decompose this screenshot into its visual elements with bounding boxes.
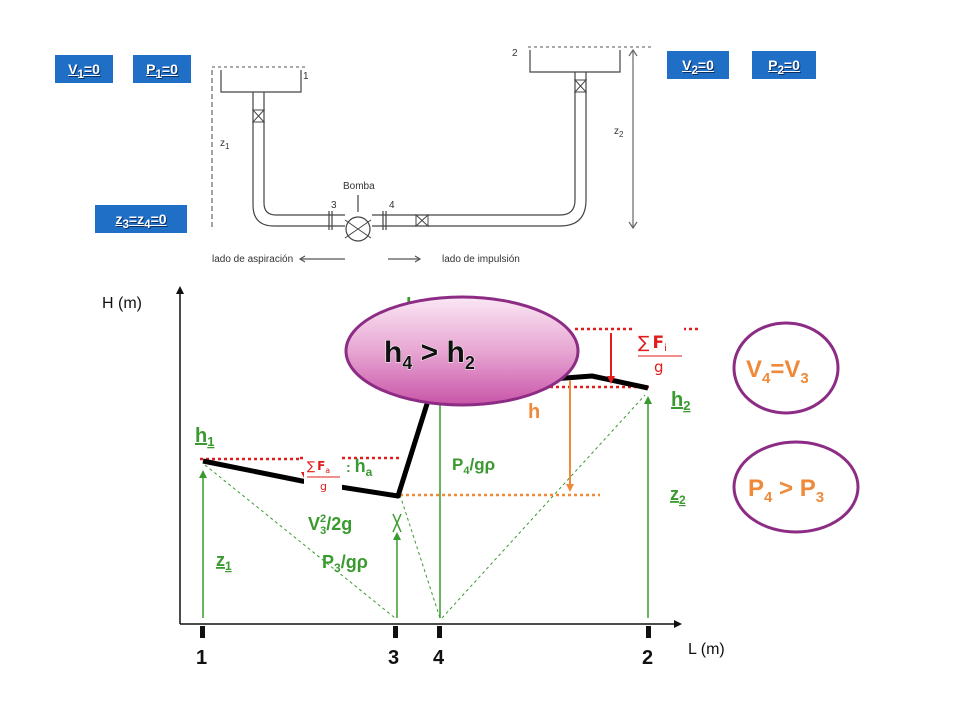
z2-label: z2 xyxy=(670,484,686,507)
pressure-callout-ellipse xyxy=(732,440,860,534)
valve-top-right xyxy=(573,79,588,93)
schematic-z1-label: z1 xyxy=(220,138,230,151)
z1-label: z1 xyxy=(216,550,232,573)
main-callout-text: h4 > h2 xyxy=(384,336,475,373)
v1-tag: V1=0 xyxy=(55,55,113,83)
velocity-callout-text: V4=V3 xyxy=(746,356,809,387)
z3-z4-tag: z3=z4=0 xyxy=(95,205,187,233)
schematic-point-3: 3 xyxy=(331,200,337,211)
energy-grade-line xyxy=(202,373,649,499)
p4-label: P4/gρ xyxy=(452,455,495,477)
pump xyxy=(345,216,371,242)
p1-tag: P1=0 xyxy=(133,55,191,83)
svg-text:g: g xyxy=(654,358,664,376)
h2-label: h2 xyxy=(671,389,690,413)
x-axis-label: L (m) xyxy=(688,641,725,658)
schematic-point-4: 4 xyxy=(389,200,395,211)
p3-label: P3/gρ xyxy=(322,552,368,575)
suction-side-label: lado de aspiración xyxy=(212,254,293,265)
h1-label: h1 xyxy=(195,425,214,449)
friction-fi-formula: ∑Fi g xyxy=(634,322,684,376)
schematic-point-2: 2 xyxy=(512,48,518,59)
tank-2 xyxy=(529,50,621,73)
x-tick-1: 1 xyxy=(196,647,207,669)
guide-4-2 xyxy=(441,394,646,619)
pump-label: Bomba xyxy=(343,181,375,192)
h-orange-label: h xyxy=(528,401,540,423)
schematic-z2-label: z2 xyxy=(614,126,624,139)
x-tick-3: 3 xyxy=(388,647,399,669)
guide-1-3 xyxy=(204,464,396,619)
ha-label: : ha xyxy=(346,456,373,479)
v2-tag: V2=0 xyxy=(667,51,729,79)
friction-fa-formula: ∑Fa g xyxy=(304,455,342,493)
svg-text:∑Fa: ∑Fa xyxy=(307,459,330,475)
velocity-callout-ellipse xyxy=(732,321,840,415)
valve-suction xyxy=(251,109,266,123)
x-tick-4: 4 xyxy=(433,647,445,669)
valve-discharge xyxy=(415,213,429,228)
pressure-callout-text: P4 > P3 xyxy=(748,475,824,506)
discharge-side-label: lado de impulsión xyxy=(442,254,520,265)
velocity-head-mark xyxy=(392,513,402,533)
svg-text:g: g xyxy=(320,480,327,493)
p2-tag: P2=0 xyxy=(752,51,816,79)
x-tick-2: 2 xyxy=(642,647,653,669)
svg-text:∑Fi: ∑Fi xyxy=(638,333,667,354)
main-callout-ellipse xyxy=(344,295,580,407)
pipe-schematic xyxy=(211,46,652,263)
guide-3-4-down xyxy=(399,494,441,619)
x-ticks xyxy=(200,626,651,638)
tank-1 xyxy=(220,70,302,93)
y-axis-label: H (m) xyxy=(102,295,142,312)
schematic-point-1: 1 xyxy=(303,71,309,82)
